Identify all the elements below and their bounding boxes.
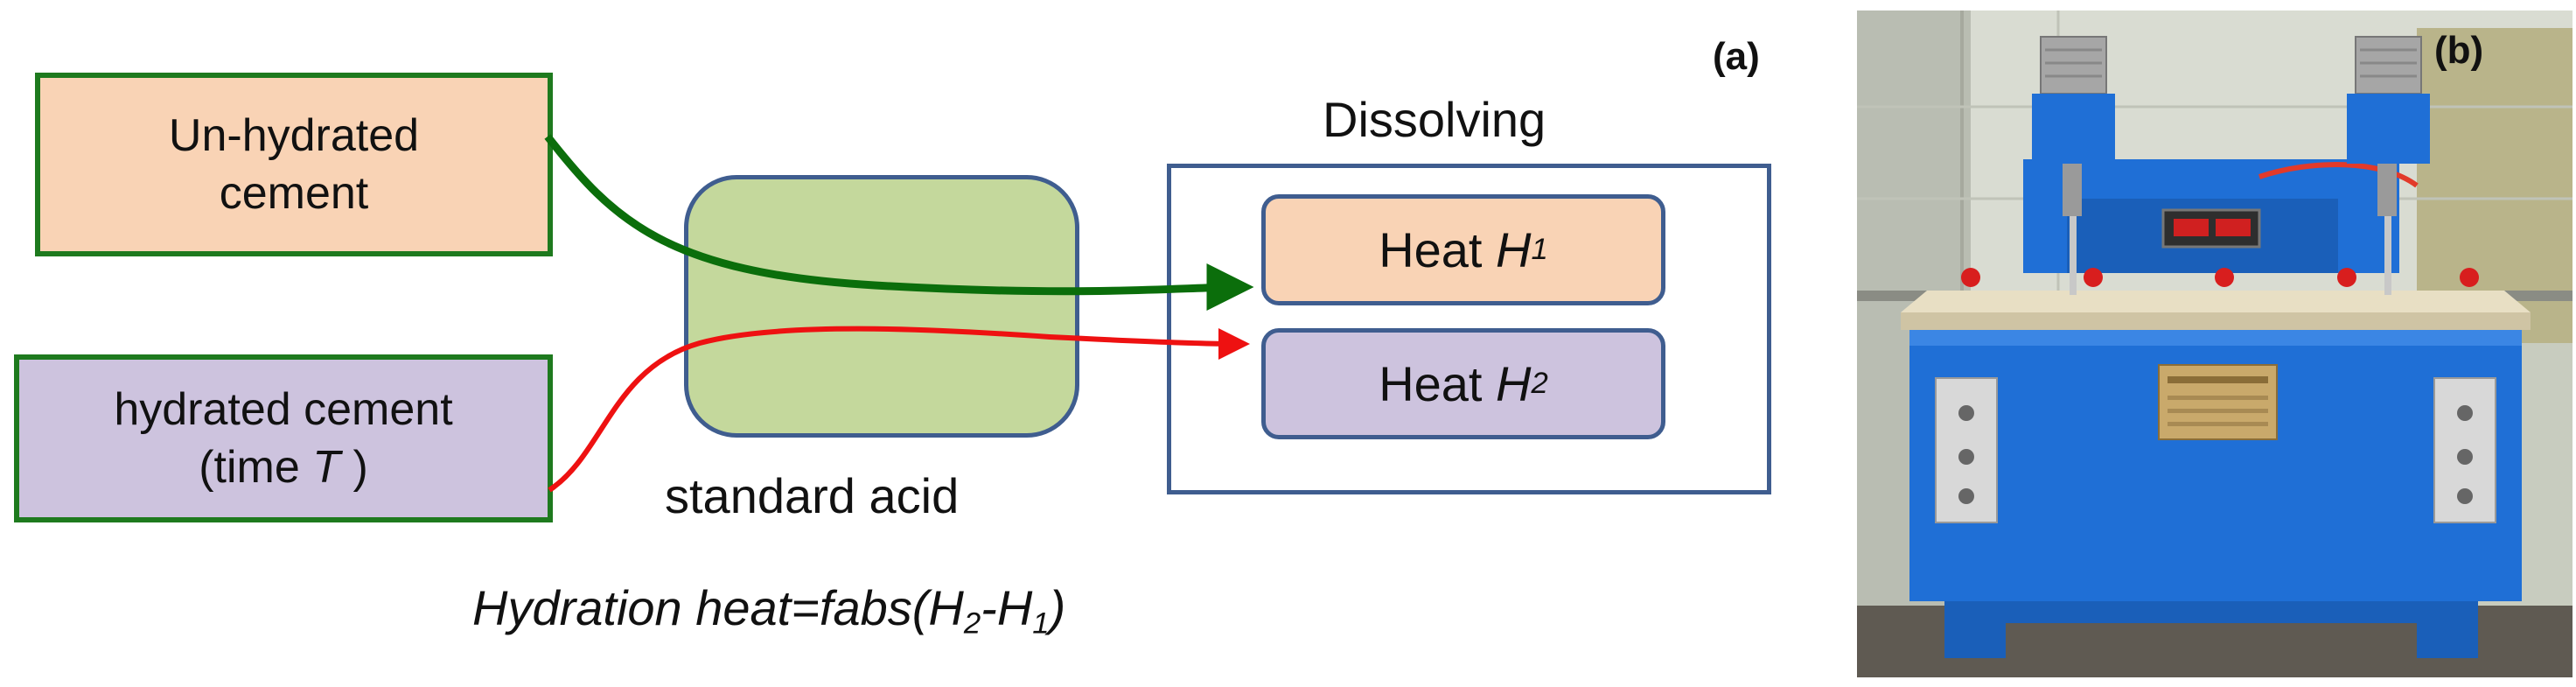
standard-acid-label: standard acid — [665, 468, 960, 523]
standard-acid-box — [684, 175, 1079, 438]
left-stirrer-head — [2040, 36, 2107, 95]
flow-arrows — [544, 134, 1254, 493]
hydrated-line2-suffix: ) — [340, 442, 368, 493]
machine-nameplate — [2158, 364, 2278, 440]
heat-h2-sub: 2 — [1531, 367, 1548, 400]
hydrated-line1: hydrated cement — [114, 384, 453, 435]
formula-left: Hydration heat=fabs(H — [472, 580, 964, 635]
formula-sub-2: 2 — [963, 606, 981, 641]
formula-sub-1: 1 — [1032, 606, 1050, 641]
dissolving-frame — [1167, 164, 1771, 494]
unhydrated-line2: cement — [219, 168, 369, 219]
machine-top-plate — [1901, 291, 2531, 312]
formula-right: ) — [1049, 580, 1066, 635]
panel-b-photo: (b) — [1857, 11, 2573, 677]
panel-b-tag: (b) — [2434, 29, 2483, 72]
hydration-heat-formula: Hydration heat=fabs(H2-H1) — [472, 579, 1065, 641]
heat-h1-var: H — [1496, 222, 1532, 277]
right-stirrer-head — [2355, 36, 2422, 95]
heat-h1-word: Heat — [1379, 222, 1497, 277]
hydrated-time-var: T — [312, 442, 340, 493]
unhydrated-cement-box: Un-hydrated cement — [35, 73, 553, 256]
green-flow-arrow — [544, 134, 1254, 312]
red-flow-arrow — [548, 326, 1250, 493]
hydrated-line2-prefix: (time — [199, 442, 313, 493]
unhydrated-line1: Un-hydrated — [168, 110, 420, 161]
panel-a-tag: (a) — [1713, 35, 1760, 78]
hydrated-line2: (time T ) — [199, 438, 368, 496]
formula-mid: -H — [981, 580, 1033, 635]
hydrated-cement-box: hydrated cement (time T ) — [14, 354, 553, 522]
heat-h1-sub: 1 — [1531, 233, 1548, 266]
dissolving-title: Dissolving — [1323, 92, 1546, 147]
heat-h2-var: H — [1496, 356, 1532, 411]
heat-h2-word: Heat — [1379, 356, 1497, 411]
